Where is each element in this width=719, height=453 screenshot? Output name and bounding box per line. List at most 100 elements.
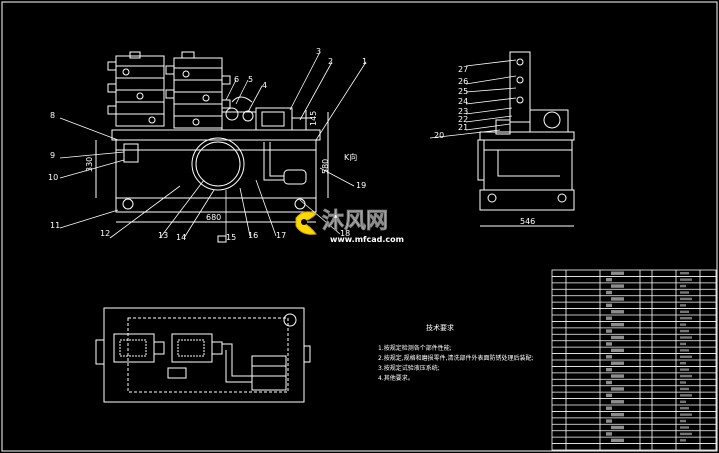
callout-16: 16 [248, 231, 258, 240]
dim-height-left: 330 [85, 157, 94, 172]
table-cell-mark [606, 316, 612, 320]
callout-19: 19 [356, 181, 366, 190]
callout-6: 6 [234, 75, 239, 84]
table-cell-mark [680, 387, 689, 391]
tech-requirement-4: 4.其他要求。 [378, 374, 414, 382]
watermark-url: www.mfcad.com [330, 235, 404, 244]
table-cell-mark [611, 374, 624, 378]
valve-stack-left [107, 51, 165, 127]
callout-27: 27 [458, 65, 468, 74]
callout-12: 12 [100, 229, 110, 238]
table-cell-mark [680, 284, 686, 288]
table-cell-mark [611, 271, 624, 275]
table-cell-mark [680, 342, 686, 346]
top-view [95, 307, 311, 403]
callout-3: 3 [316, 47, 321, 56]
watermark: 沐风网 www.mfcad.com [295, 209, 404, 244]
callout-17: 17 [276, 231, 286, 240]
table-cell-mark [611, 387, 624, 391]
table-cell-mark [606, 380, 612, 385]
tech-requirements-title: 技术要求 [426, 323, 454, 332]
callout-8: 8 [50, 111, 55, 120]
callout-9: 9 [50, 151, 55, 160]
callout-11: 11 [50, 221, 60, 230]
oil-tank [115, 139, 317, 199]
table-cell-mark [680, 432, 692, 436]
table-cell-mark [606, 329, 612, 333]
table-cell-mark [680, 310, 689, 313]
table-cell-mark [606, 393, 612, 398]
table-cell-mark [680, 355, 692, 358]
table-cell-mark [606, 342, 612, 346]
callout-leaders-side [429, 59, 517, 139]
valve-stack-right [165, 51, 231, 129]
table-cell-mark [680, 329, 689, 333]
table-cell-mark [680, 297, 692, 301]
callout-13: 13 [158, 231, 168, 240]
table-cell-mark [680, 362, 686, 365]
table-cell-mark [606, 303, 612, 308]
table-cell-mark [606, 277, 612, 282]
table-cell-mark [611, 412, 624, 417]
view-label-k: K向 [344, 152, 357, 162]
inspection-cover [191, 137, 245, 191]
callout-numbers-front: 1 2 3 4 5 6 8 9 10 11 12 13 14 15 16 17 … [48, 47, 367, 242]
callout-10: 10 [48, 173, 58, 182]
table-cell-mark [611, 284, 624, 288]
table-cell-mark [680, 400, 686, 403]
callout-2: 2 [328, 57, 333, 66]
table-cell-mark [606, 290, 612, 295]
table-cell-mark [606, 419, 612, 423]
table-cell-mark [606, 367, 612, 372]
callout-25: 25 [458, 87, 468, 96]
parts-list-table [551, 269, 717, 451]
pump-motor-group [221, 96, 312, 131]
callout-26: 26 [458, 77, 468, 86]
side-view [477, 51, 575, 227]
watermark-brand: 沐风网 [322, 209, 388, 234]
callout-leaders-front [59, 51, 367, 239]
front-view [95, 51, 329, 243]
dim-height-right: 580 [321, 159, 330, 174]
table-cell-mark [680, 304, 686, 307]
callout-5: 5 [248, 75, 253, 84]
callout-24: 24 [458, 97, 468, 106]
table-cell-mark [611, 348, 624, 353]
table-cell-mark [680, 394, 692, 397]
table-cell-mark [606, 406, 612, 410]
table-cell-mark [680, 278, 692, 281]
table-cell-mark [611, 400, 624, 404]
table-cell-mark [680, 413, 692, 416]
table-cell-mark [611, 310, 624, 314]
callout-numbers-side: 20 21 22 23 24 25 26 27 546 [434, 65, 535, 226]
dim-top: 145 [309, 111, 318, 126]
dim-width-side: 546 [520, 217, 535, 226]
table-cell-mark [680, 272, 689, 275]
tech-requirements: 技术要求 1.按规定检测各个部件性能; 2.按规定,规格和磨损零件,清洗部件外表… [378, 323, 534, 382]
table-cell-mark [680, 381, 686, 384]
table-cell-mark [611, 335, 624, 340]
table-cell-mark [606, 355, 612, 359]
table-cell-mark [680, 407, 689, 410]
table-cell-mark [611, 297, 624, 301]
callout-18: 18 [340, 229, 350, 238]
table-cell-mark [680, 439, 686, 442]
tech-requirement-3: 3.按规定试验液压系统; [378, 364, 440, 372]
dimensions-front: 680 330 580 145 K向 [85, 111, 357, 222]
callout-14: 14 [176, 233, 186, 242]
table-cell-mark [611, 322, 624, 327]
table-cell-mark [611, 438, 624, 443]
table-cell-mark [680, 317, 692, 320]
tech-requirement-1: 1.按规定检测各个部件性能; [378, 344, 452, 352]
table-cell-mark [680, 419, 686, 423]
tech-requirement-2: 2.按规定,规格和磨损零件,清洗部件外表面防锈处理后装配; [378, 354, 534, 362]
callout-1: 1 [362, 57, 367, 66]
table-cell-mark [680, 426, 689, 429]
callout-4: 4 [262, 81, 267, 90]
table-cell-mark [606, 432, 612, 436]
watermark-logo-icon [295, 211, 317, 235]
table-cell-mark [680, 336, 692, 339]
callout-20: 20 [434, 131, 444, 140]
